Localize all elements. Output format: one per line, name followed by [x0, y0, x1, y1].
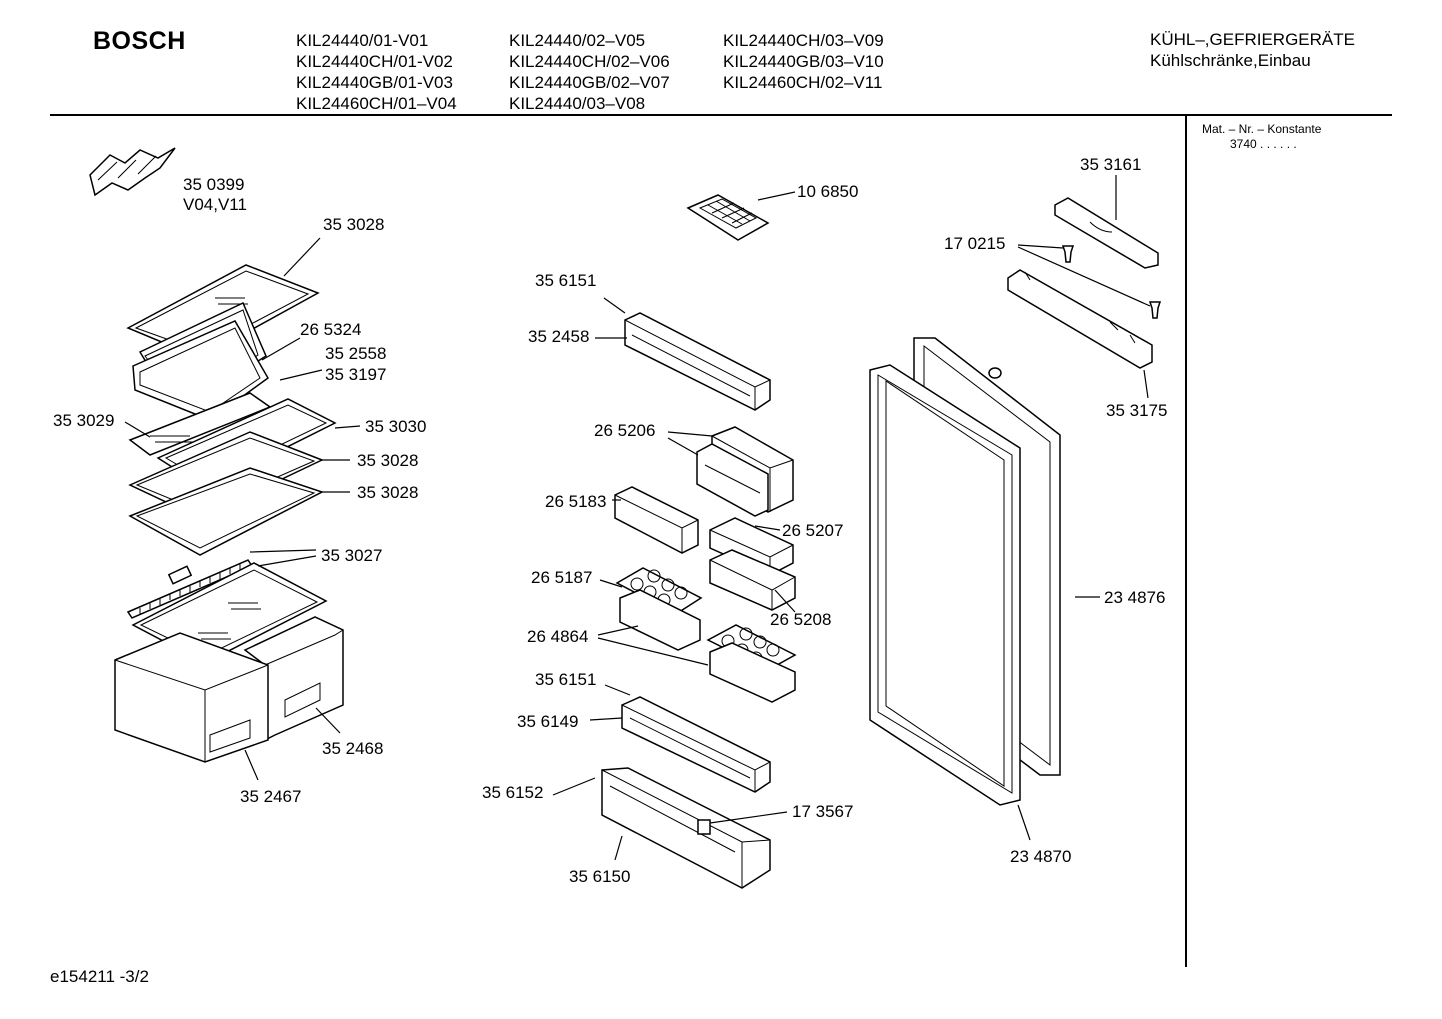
- part-label: 35 6152: [482, 783, 543, 802]
- model-number: KIL24440CH/02–V06: [509, 52, 670, 71]
- part-label: 35 6151: [535, 670, 596, 689]
- part-label: 35 6149: [517, 712, 578, 731]
- part-label: 26 5208: [770, 610, 831, 629]
- small-box-left: [614, 486, 699, 554]
- brand-logo: BOSCH: [93, 27, 186, 55]
- part-label: 26 4864: [527, 627, 588, 646]
- model-number: KIL24440CH/03–V09: [723, 31, 884, 50]
- part-label: 35 3175: [1106, 401, 1167, 420]
- small-box-right-lower: [709, 549, 796, 611]
- header-divider: [50, 114, 1392, 116]
- model-number: KIL24440CH/01-V02: [296, 52, 453, 71]
- egg-tray-lower: [706, 624, 797, 703]
- model-number: KIL24460CH/01–V04: [296, 94, 457, 113]
- part-label: 23 4876: [1104, 588, 1165, 607]
- model-column-3: KIL24440CH/03–V09 KIL24440GB/03–V10 KIL2…: [723, 30, 884, 93]
- category-title: KÜHL–,GEFRIERGERÄTE Kühlschränke,Einbau: [1150, 29, 1355, 71]
- part-label: 26 5187: [531, 568, 592, 587]
- part-label: 26 5324: [300, 320, 361, 339]
- category-line: KÜHL–,GEFRIERGERÄTE: [1150, 30, 1355, 49]
- part-label: 35 3161: [1080, 155, 1141, 174]
- part-label: 26 5207: [782, 521, 843, 540]
- part-label: 35 3030: [365, 417, 426, 436]
- model-number: KIL24440/02–V05: [509, 31, 646, 50]
- door-mounting-rail: [1007, 269, 1153, 369]
- door-shelf-middle: [621, 696, 771, 793]
- screw-lower: [1148, 301, 1162, 319]
- screw-upper: [1061, 245, 1075, 263]
- part-label: 35 3028: [357, 451, 418, 470]
- part-label: 35 3029: [53, 411, 114, 430]
- model-number: KIL24460CH/02–V11: [723, 73, 883, 92]
- part-label: 10 6850: [797, 182, 858, 201]
- part-label: 26 5206: [594, 421, 655, 440]
- door-shelf-upper: [624, 312, 771, 411]
- material-value: 3740 . . . . . .: [1230, 137, 1297, 151]
- part-label: 35 2467: [240, 787, 301, 806]
- part-label: 35 2468: [322, 739, 383, 758]
- model-number: KIL24440GB/01-V03: [296, 73, 453, 92]
- ice-cube-tray: [686, 194, 770, 241]
- part-label: 35 6151: [535, 271, 596, 290]
- side-divider: [1185, 116, 1187, 967]
- model-number: KIL24440GB/02–V07: [509, 73, 670, 92]
- part-label: 17 3567: [792, 802, 853, 821]
- vegetable-drawer-right: [243, 616, 344, 742]
- part-label: 35 3197: [325, 365, 386, 384]
- part-label-note: V04,V11: [183, 195, 247, 214]
- drawing-code: e154211 -3/2: [50, 967, 149, 986]
- model-number: KIL24440/01-V01: [296, 31, 429, 50]
- part-label: 35 2458: [528, 327, 589, 346]
- model-column-1: KIL24440/01-V01 KIL24440CH/01-V02 KIL244…: [296, 30, 457, 114]
- model-number: KIL24440GB/03–V10: [723, 52, 884, 71]
- model-column-2: KIL24440/02–V05 KIL24440CH/02–V06 KIL244…: [509, 30, 670, 114]
- door-shelf-bottom: [601, 767, 771, 889]
- vegetable-drawer-left: [114, 632, 269, 763]
- part-label: 26 5183: [545, 492, 606, 511]
- small-box-tall: [696, 426, 794, 517]
- part-label: 35 3028: [323, 215, 384, 234]
- part-label: 35 2558: [325, 344, 386, 363]
- part-label: 35 6150: [569, 867, 630, 886]
- part-label: 35 0399: [183, 175, 244, 194]
- category-subline: Kühlschränke,Einbau: [1150, 51, 1311, 70]
- door-gasket: [869, 364, 1021, 806]
- part-label: 23 4870: [1010, 847, 1071, 866]
- leader-lines: [124, 175, 1151, 861]
- shelf-support-part: [89, 147, 176, 197]
- material-label: Mat. – Nr. – Konstante: [1202, 122, 1322, 136]
- part-label: 35 3027: [321, 546, 382, 565]
- door-hinge-cover: [1054, 197, 1159, 269]
- part-label: 35 3028: [357, 483, 418, 502]
- egg-tray-upper: [615, 567, 703, 651]
- material-constant: Mat. – Nr. – Konstante 3740 . . . . . .: [1202, 122, 1321, 152]
- part-label: 17 0215: [944, 234, 1005, 253]
- model-number: KIL24440/03–V08: [509, 94, 646, 113]
